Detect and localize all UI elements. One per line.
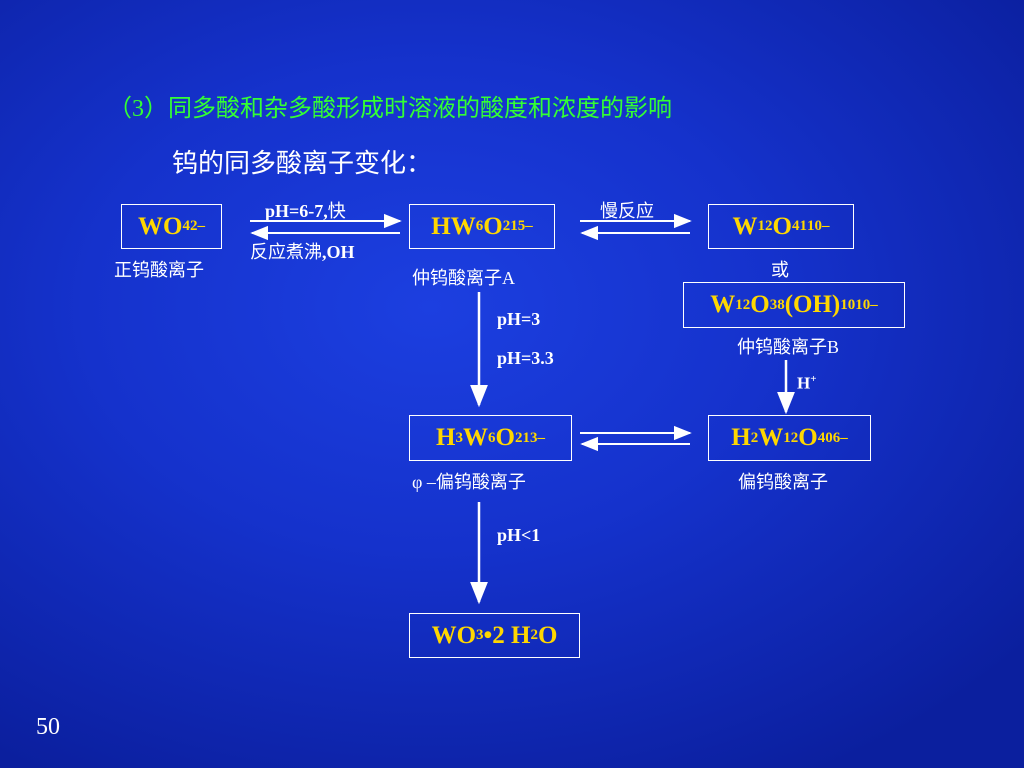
equilibrium-arrow-h3w6o21-h2w12o40 — [580, 425, 692, 452]
label-wo4-hw6o21-top: pH=6-7,快 — [265, 201, 346, 221]
slide-heading: （3）同多酸和杂多酸形成时溶液的酸度和浓度的影响 — [108, 96, 672, 122]
caption-wo4: 正钨酸离子 — [114, 260, 204, 280]
page-number: 50 — [36, 714, 60, 740]
label-ph-3-3: pH=3.3 — [497, 348, 554, 368]
caption-hw6o21: 仲钨酸离子A — [412, 268, 515, 288]
label-ph-3: pH=3 — [497, 309, 541, 329]
label-wo4-hw6o21-bottom: 反应煮沸,OH — [250, 242, 355, 262]
or-text: 或 — [771, 260, 789, 280]
equilibrium-arrow-hw6o21-w12o41 — [580, 213, 692, 241]
caption-w12o38oh10: 仲钨酸离子B — [737, 337, 840, 357]
caption-h2w12o40: 偏钨酸离子 — [738, 472, 828, 492]
label-hw6o21-w12o41-top: 慢反应 — [600, 201, 654, 221]
slide-subheading: 钨的同多酸离子变化： — [172, 149, 433, 178]
label-h-plus: H+ — [797, 373, 817, 393]
label-ph-less-1: pH<1 — [497, 525, 541, 545]
caption-h3w6o21: φ –偏钨酸离子 — [412, 472, 526, 492]
equilibrium-arrow-wo4-hw6o21 — [250, 213, 402, 241]
